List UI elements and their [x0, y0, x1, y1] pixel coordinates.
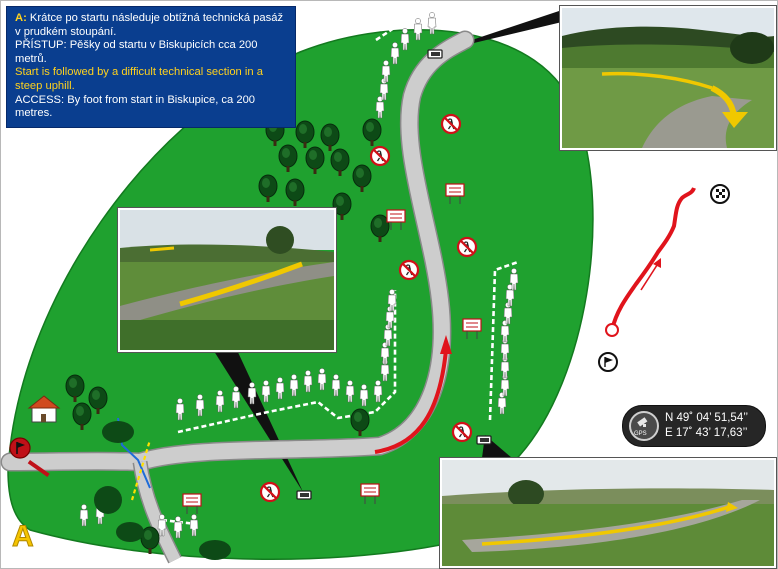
gps-longitude: E 17˚ 43’ 17,63’’ [665, 427, 748, 439]
photo-top-right [560, 6, 776, 150]
info-cz-line2: PŘÍSTUP: Pěšky od startu v Biskupicích c… [15, 39, 258, 65]
photo-bottom-right [440, 458, 776, 568]
section-letter: A [12, 520, 35, 554]
satellite-icon: GPS [629, 411, 659, 441]
house-icon [27, 395, 61, 423]
overview-start-flag-icon [598, 352, 618, 372]
start-flag-icon [9, 437, 50, 478]
route-arrow-icon [653, 258, 661, 268]
info-label: A: [15, 12, 27, 24]
info-cz-line1: Krátce po startu následuje obtížná techn… [15, 12, 284, 38]
info-box: A: Krátce po startu následuje obtížná te… [6, 6, 296, 128]
photo-middle-left [118, 208, 336, 352]
info-en-line2: ACCESS: By foot from start in Biskupice,… [15, 93, 256, 120]
gps-latitude: N 49˚ 04’ 51,54’’ [665, 412, 749, 424]
info-en-line1: Start is followed by a difficult technic… [15, 66, 263, 92]
gps-badge: GPS N 49˚ 04’ 51,54’’ E 17˚ 43’ 17,63’’ [622, 405, 766, 447]
finish-flag-icon [710, 184, 730, 204]
race-direction-arrow [374, 349, 448, 454]
route-overview [610, 187, 696, 331]
gps-label: GPS [634, 431, 647, 437]
